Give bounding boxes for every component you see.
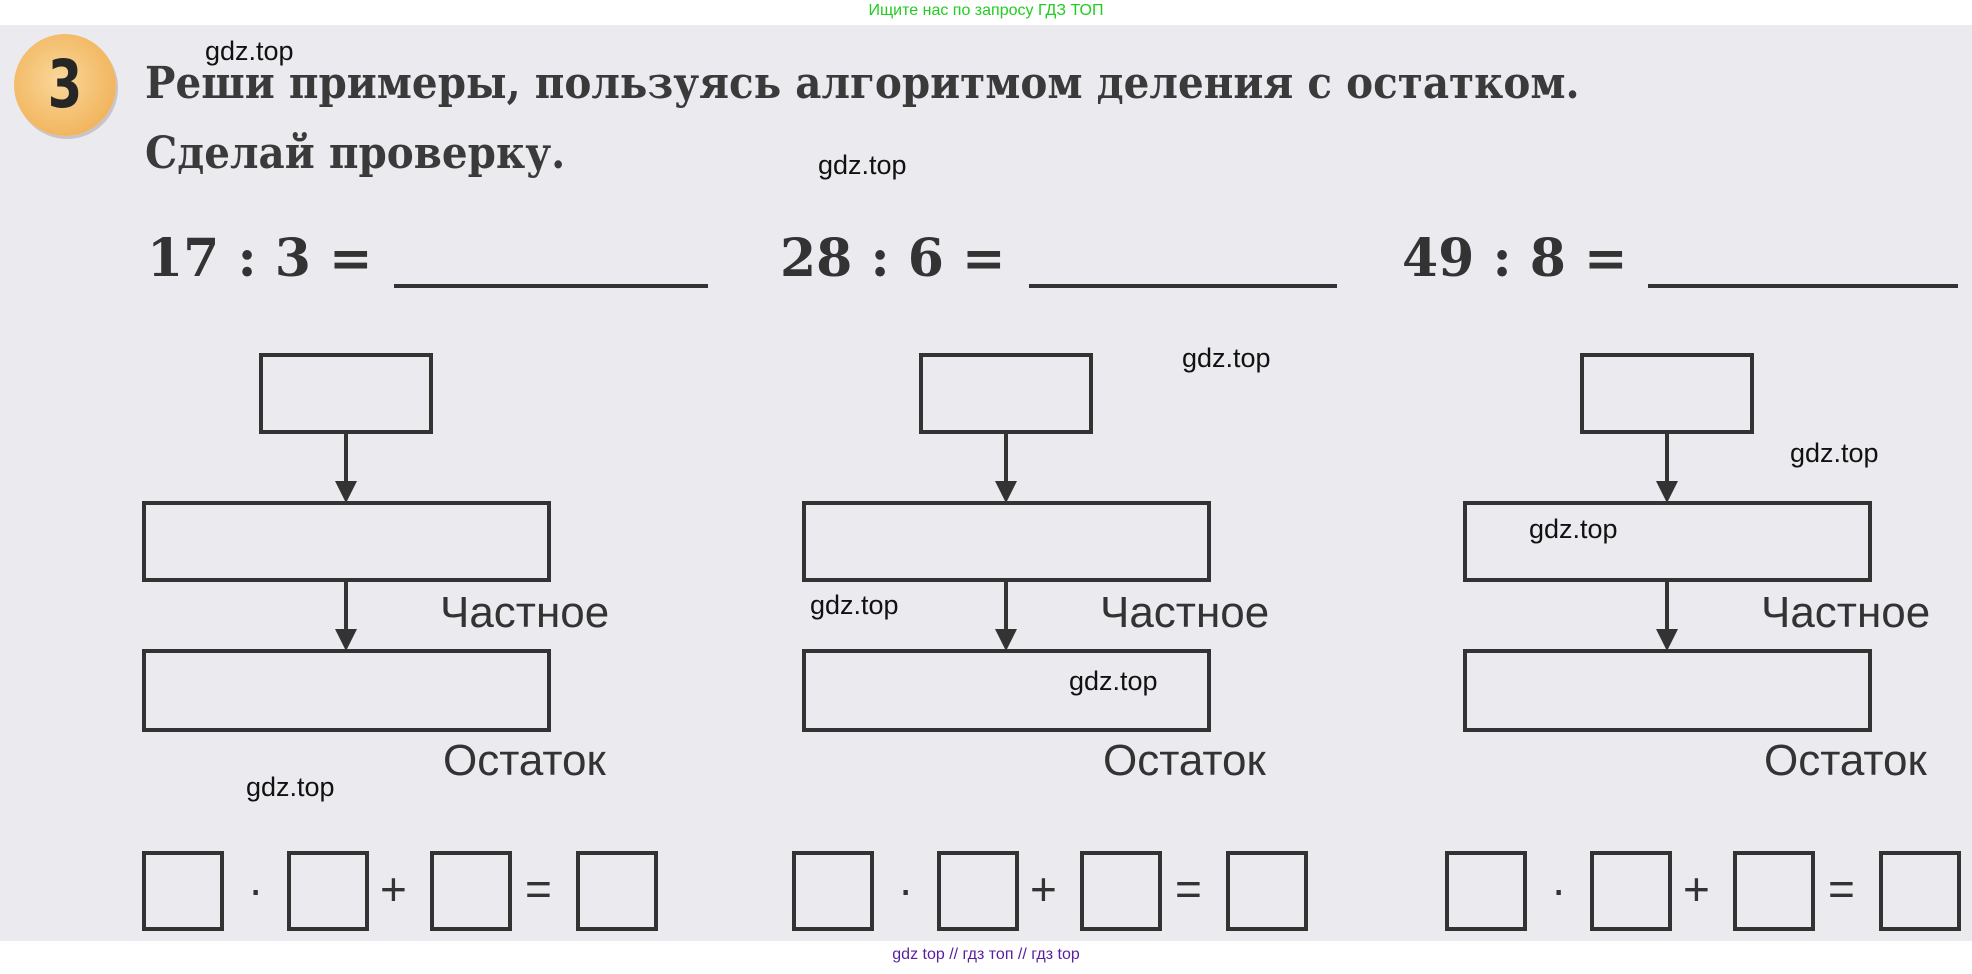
watermark: gdz.top bbox=[810, 590, 899, 620]
answer-blank[interactable] bbox=[1029, 284, 1337, 288]
watermark: gdz.top bbox=[818, 150, 907, 180]
quotient-label: Частное bbox=[1761, 588, 1931, 637]
division-expression: 28 : 6 = bbox=[780, 228, 1006, 289]
plus-sign: + bbox=[1030, 863, 1057, 915]
watermark: gdz.top bbox=[1790, 438, 1879, 468]
task-title-line2: Сделай проверку. bbox=[145, 128, 566, 179]
arrow-down-icon bbox=[335, 434, 357, 503]
watermark: gdz.top bbox=[1182, 343, 1271, 373]
multiply-sign: · bbox=[1551, 863, 1567, 915]
check-input-box[interactable] bbox=[937, 851, 1019, 931]
textbook-page bbox=[0, 25, 1972, 941]
remainder-box[interactable] bbox=[1463, 649, 1872, 732]
quotient-label: Частное bbox=[1100, 588, 1270, 637]
equals-sign: = bbox=[525, 863, 552, 915]
task-title-line1: Реши примеры, пользуясь алгоритмом делен… bbox=[145, 58, 1580, 109]
arrow-down-icon bbox=[995, 434, 1017, 503]
arrow-down-icon bbox=[335, 582, 357, 651]
check-input-box[interactable] bbox=[1879, 851, 1961, 931]
dividend-box[interactable] bbox=[919, 353, 1093, 434]
plus-sign: + bbox=[1683, 863, 1710, 915]
watermark: gdz.top bbox=[246, 772, 335, 802]
watermark: gdz.top bbox=[205, 36, 294, 66]
equals-sign: = bbox=[1175, 863, 1202, 915]
remainder-box[interactable] bbox=[142, 649, 551, 732]
check-input-box[interactable] bbox=[1733, 851, 1815, 931]
answer-blank[interactable] bbox=[394, 284, 708, 288]
watermark: gdz.top bbox=[1529, 514, 1618, 544]
check-input-box[interactable] bbox=[1226, 851, 1308, 931]
check-input-box[interactable] bbox=[1590, 851, 1672, 931]
arrow-down-icon bbox=[1656, 434, 1678, 503]
divisible-number-box[interactable] bbox=[1463, 501, 1872, 582]
divisible-number-box[interactable] bbox=[802, 501, 1211, 582]
check-input-box[interactable] bbox=[430, 851, 512, 931]
division-expression: 49 : 8 = bbox=[1402, 228, 1628, 289]
divisible-number-box[interactable] bbox=[142, 501, 551, 582]
check-input-box[interactable] bbox=[1445, 851, 1527, 931]
check-input-box[interactable] bbox=[576, 851, 658, 931]
plus-sign: + bbox=[380, 863, 407, 915]
answer-blank[interactable] bbox=[1648, 284, 1958, 288]
check-input-box[interactable] bbox=[1080, 851, 1162, 931]
check-input-box[interactable] bbox=[792, 851, 874, 931]
remainder-label: Остаток bbox=[1764, 736, 1927, 785]
dividend-box[interactable] bbox=[1580, 353, 1754, 434]
check-input-box[interactable] bbox=[287, 851, 369, 931]
watermark: gdz.top bbox=[1069, 666, 1158, 696]
remainder-label: Остаток bbox=[1103, 736, 1266, 785]
quotient-label: Частное bbox=[440, 588, 610, 637]
search-banner[interactable]: Ищите нас по запросу ГДЗ ТОП bbox=[868, 2, 1104, 19]
check-input-box[interactable] bbox=[142, 851, 224, 931]
equals-sign: = bbox=[1828, 863, 1855, 915]
division-expression: 17 : 3 = bbox=[147, 228, 373, 289]
dividend-box[interactable] bbox=[259, 353, 433, 434]
remainder-label: Остаток bbox=[443, 736, 606, 785]
multiply-sign: · bbox=[898, 863, 914, 915]
arrow-down-icon bbox=[995, 582, 1017, 651]
exercise-number-badge: 3 bbox=[14, 34, 116, 136]
footer-links[interactable]: gdz top // гдз топ // гдз top bbox=[892, 946, 1080, 963]
arrow-down-icon bbox=[1656, 582, 1678, 651]
remainder-box[interactable] bbox=[802, 649, 1211, 732]
multiply-sign: · bbox=[248, 863, 264, 915]
